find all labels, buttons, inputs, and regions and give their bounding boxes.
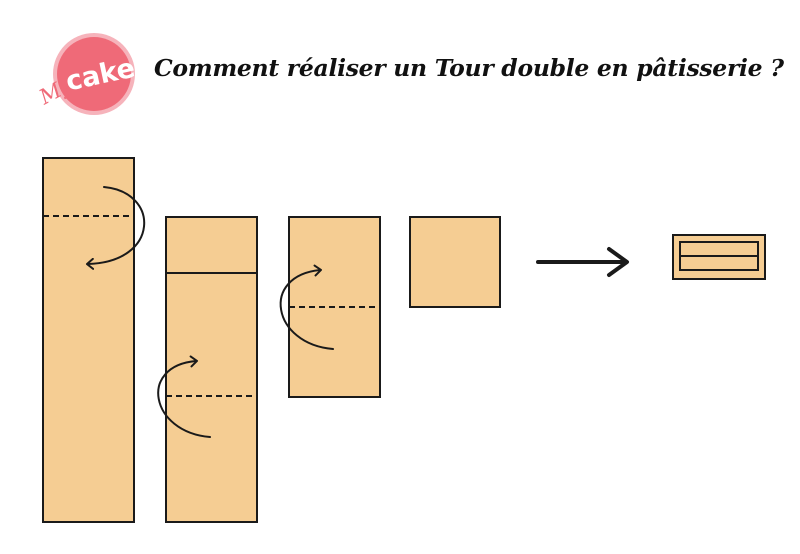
- step-3-shorter-strip: [279, 216, 381, 398]
- dough-rect: [165, 272, 258, 523]
- result-layered-block: [672, 234, 766, 280]
- dough-rect-top-layer: [165, 216, 258, 274]
- curved-fold-arrow-icon: [86, 186, 146, 270]
- curved-fold-arrow-icon: [279, 264, 334, 350]
- dough-rect: [42, 157, 135, 523]
- step-1-long-strip: [42, 157, 146, 523]
- right-arrow-icon: [536, 247, 629, 277]
- mycake-logo: My cake: [34, 33, 138, 115]
- step-2-folded-strip: [157, 216, 258, 523]
- curved-fold-arrow-icon: [157, 355, 211, 438]
- step-4-square: [409, 216, 501, 308]
- page-title: Comment réaliser un Tour double en pâtis…: [154, 54, 784, 82]
- logo-circle-inner: [57, 37, 131, 111]
- dough-rect: [409, 216, 501, 308]
